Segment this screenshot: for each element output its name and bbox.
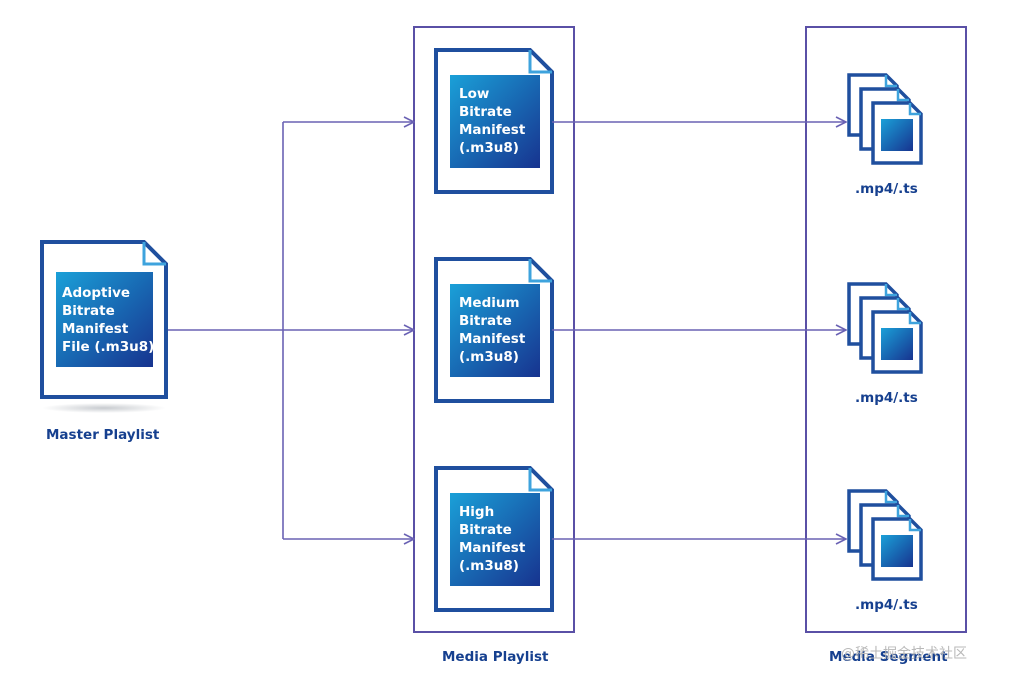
segment-page-fold [884, 491, 897, 504]
segment-stack-icon [847, 73, 923, 165]
master-doc-line: Manifest [62, 321, 129, 337]
segment-page-fold [884, 284, 897, 297]
media-doc-line: (.m3u8) [459, 558, 519, 574]
media-doc-line: (.m3u8) [459, 140, 519, 156]
master-doc-text: Adoptive Bitrate Manifest File (.m3u8) [62, 285, 154, 355]
media-doc-line: Medium [459, 295, 520, 311]
media-doc-line: Manifest [459, 540, 526, 556]
segment-page-fold [908, 519, 921, 532]
segment-label: .mp4/.ts [855, 181, 918, 197]
media-playlist-caption: Media Playlist [442, 649, 549, 665]
segment-page-panel [881, 328, 913, 360]
media-doc-line: Bitrate [459, 522, 512, 538]
media-segment-items: .mp4/.ts .mp4/.ts .mp4/.ts [847, 73, 923, 613]
segment-page-fold [896, 505, 909, 518]
media-doc-fold [528, 468, 552, 492]
master-doc-line: Bitrate [62, 303, 115, 319]
segment-page-fold [908, 312, 921, 325]
segment-label: .mp4/.ts [855, 390, 918, 406]
segment-page-fold [896, 298, 909, 311]
master-doc-line: Adoptive [62, 285, 130, 301]
media-doc-panel [450, 493, 540, 586]
media-doc-panel [450, 75, 540, 168]
media-doc-fold [528, 50, 552, 74]
segment-page-fold [884, 75, 897, 88]
segment-page-fold [908, 103, 921, 116]
media-doc-panel [450, 284, 540, 377]
master-doc-fold [142, 242, 166, 266]
media-doc-line: Low [459, 86, 489, 102]
media-doc-line: Manifest [459, 331, 526, 347]
media-doc-line: (.m3u8) [459, 349, 519, 365]
segment-page-panel [881, 535, 913, 567]
master-doc-line: File (.m3u8) [62, 339, 154, 355]
segment-stack-icon [847, 282, 923, 374]
media-doc-line: Bitrate [459, 313, 512, 329]
master-playlist-document: Adoptive Bitrate Manifest File (.m3u8) [40, 240, 168, 413]
master-doc-panel [56, 272, 153, 367]
master-doc-shadow [42, 403, 166, 413]
media-doc-line: High [459, 504, 494, 520]
segment-page-fold [896, 89, 909, 102]
master-playlist-caption: Master Playlist [46, 427, 160, 443]
master-connectors [166, 122, 414, 539]
media-doc-line: Manifest [459, 122, 526, 138]
watermark-text: @稀土掘金技术社区 [841, 646, 967, 662]
media-segment-caption: Media Segment [829, 649, 948, 665]
segment-stack-icon [847, 489, 923, 581]
segment-page-panel [881, 119, 913, 151]
segment-label: .mp4/.ts [855, 597, 918, 613]
media-doc-fold [528, 259, 552, 283]
media-doc-line: Bitrate [459, 104, 512, 120]
